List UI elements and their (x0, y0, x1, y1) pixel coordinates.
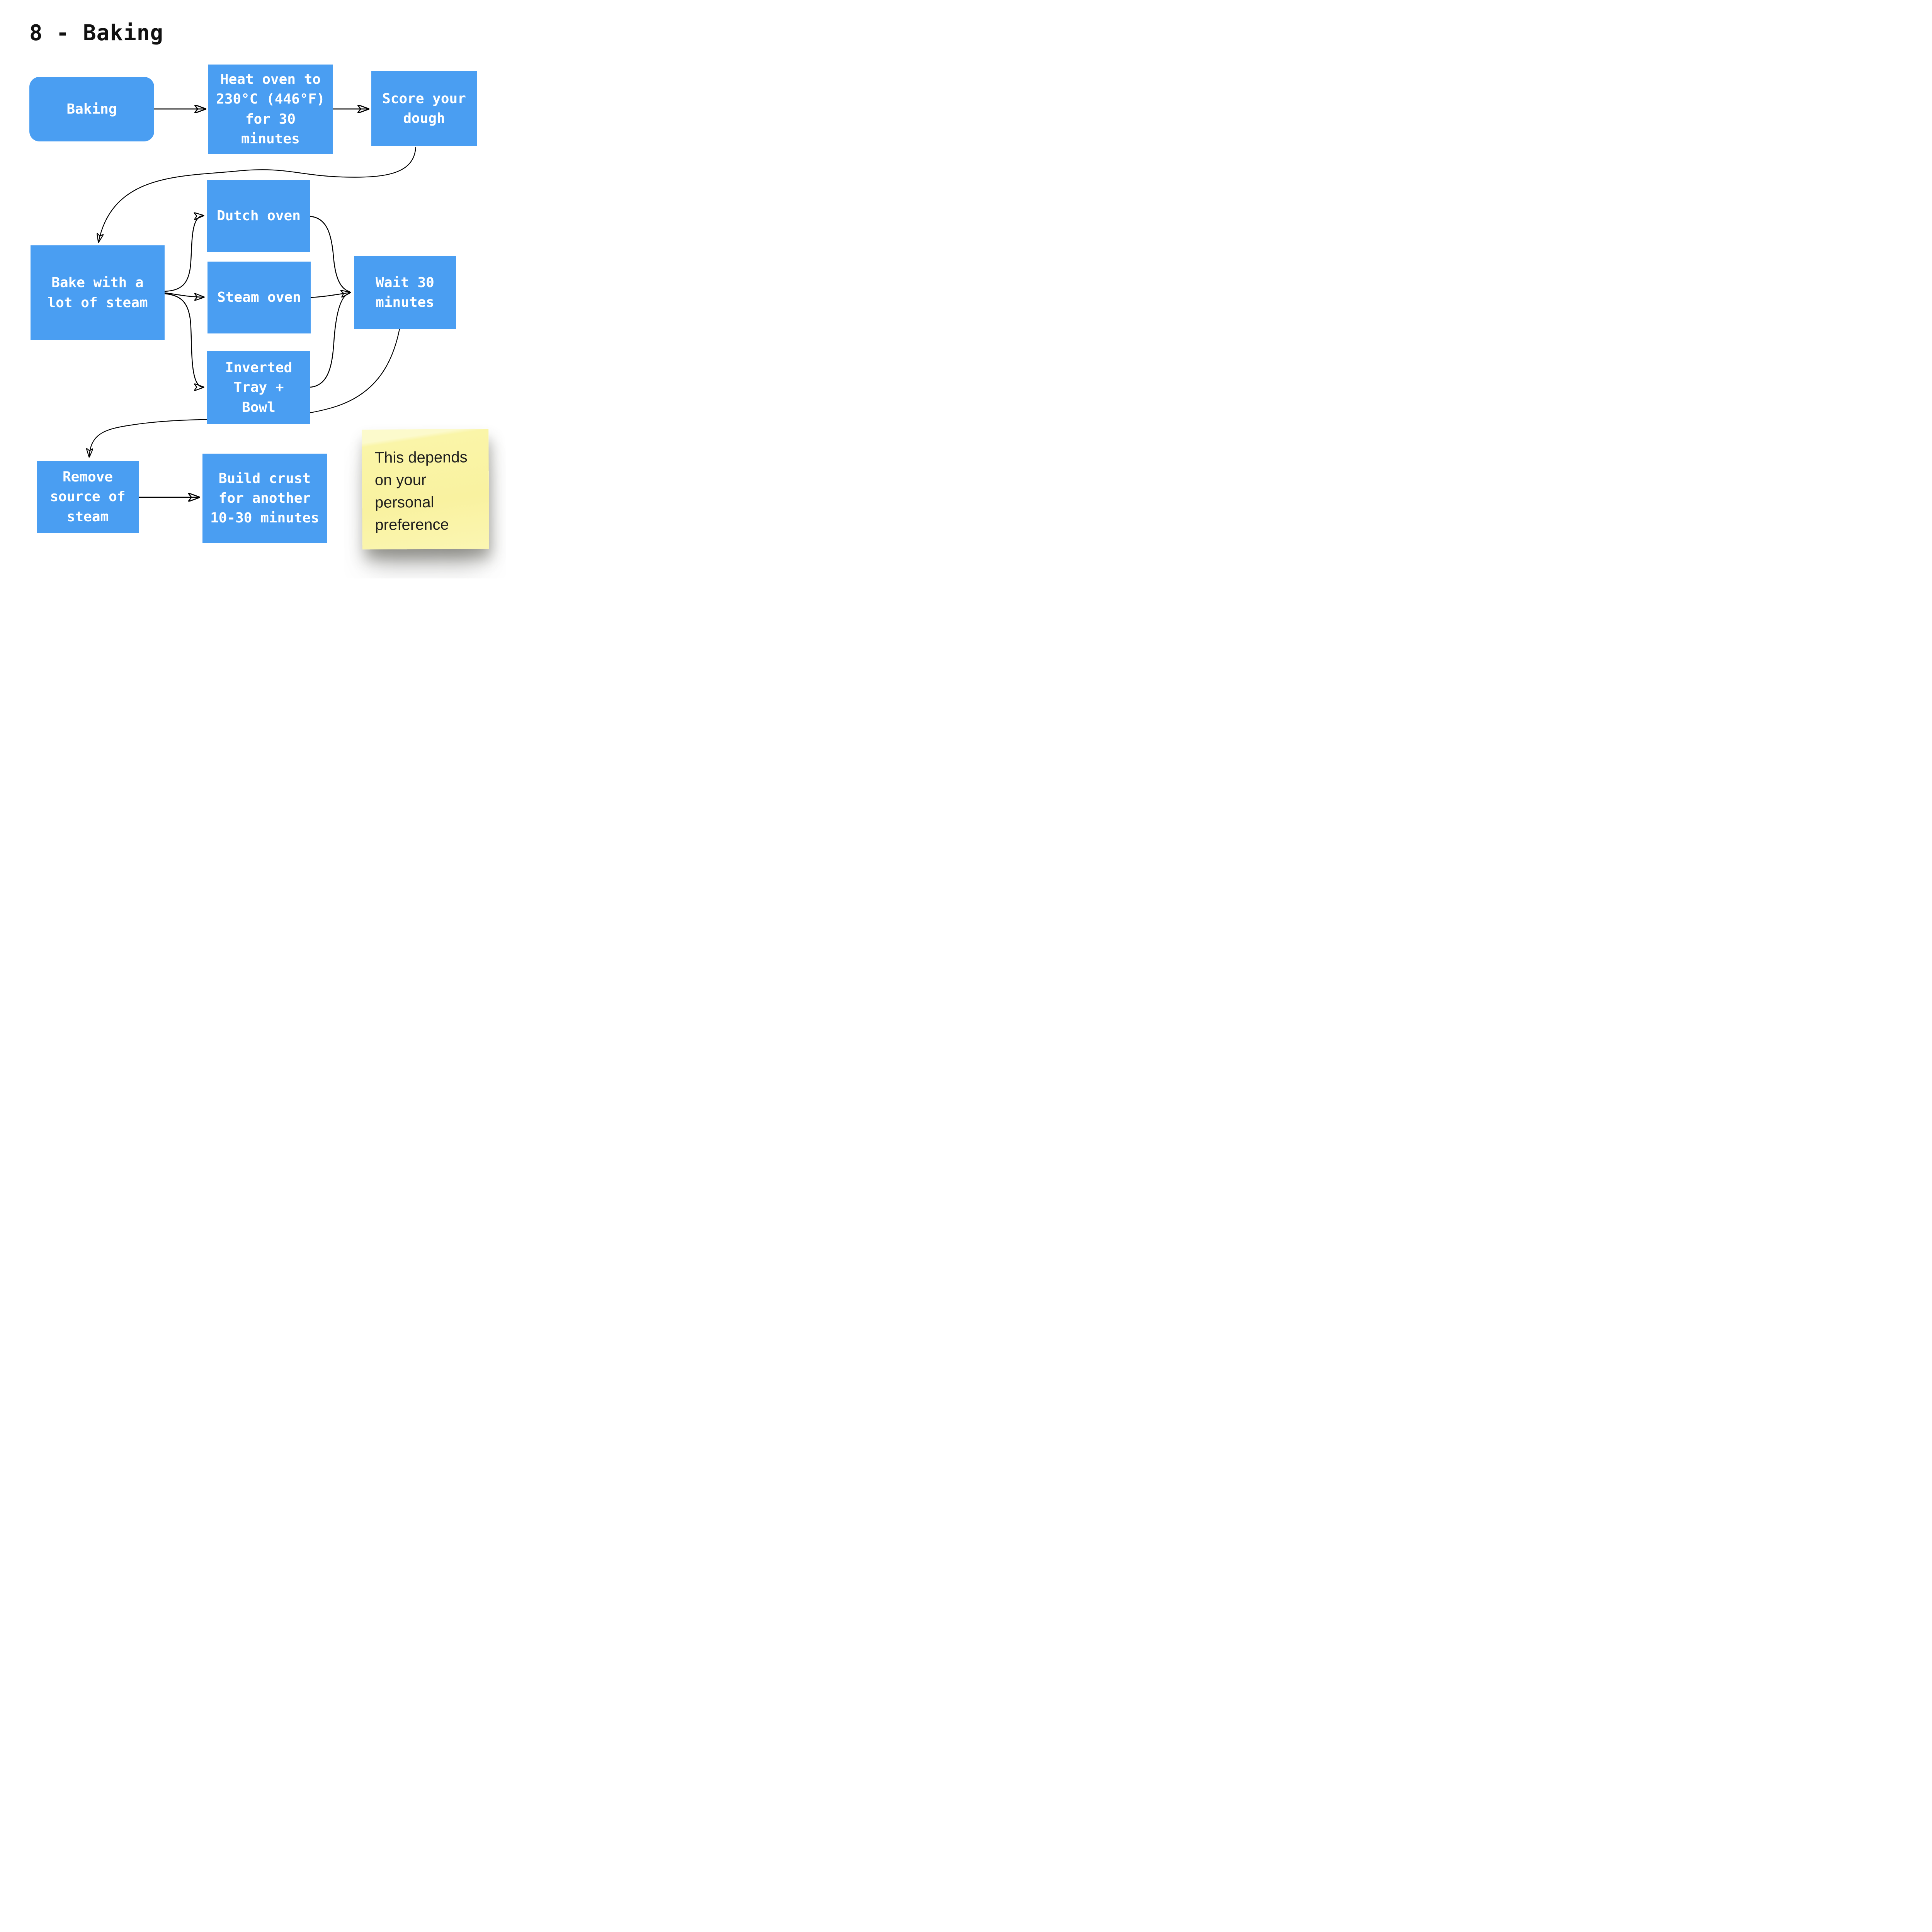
node-bake-with-steam-label: Bake with a lot of steam (47, 275, 148, 311)
node-steam-oven-label: Steam oven (217, 289, 301, 306)
sticky-note-text: This depends on your personal preference (374, 449, 468, 534)
node-baking-label: Baking (66, 101, 117, 117)
edge-score-bake (99, 146, 417, 242)
node-dutch-oven[interactable]: Dutch oven (207, 180, 310, 252)
sticky-note[interactable]: This depends on your personal preference (362, 429, 489, 549)
node-inverted-tray-label: Inverted Tray + Bowl (225, 360, 293, 415)
node-dutch-oven-label: Dutch oven (217, 208, 301, 224)
page-title: 8 - Baking (29, 20, 164, 46)
node-inverted-tray[interactable]: Inverted Tray + Bowl (207, 351, 310, 424)
node-build-crust[interactable]: Build crust for another 10-30 minutes (202, 454, 327, 543)
edge-bake-dutch (164, 216, 203, 292)
node-heat-oven[interactable]: Heat oven to 230°C (446°F) for 30 minute… (208, 65, 333, 154)
edge-bake-inverted (164, 293, 203, 387)
node-steam-oven[interactable]: Steam oven (207, 262, 311, 333)
flowchart-canvas: 8 - Baking Baking Heat oven to 230°C (44… (0, 0, 506, 578)
node-score-dough[interactable]: Score your dough (371, 71, 477, 146)
node-remove-steam-label: Remove source of steam (50, 469, 126, 525)
node-score-dough-label: Score your dough (382, 90, 466, 126)
edge-dutch-wait (310, 216, 350, 293)
node-heat-oven-label: Heat oven to 230°C (446°F) for 30 minute… (216, 71, 325, 147)
node-wait-30[interactable]: Wait 30 minutes (354, 256, 456, 329)
node-wait-30-label: Wait 30 minutes (376, 274, 434, 310)
node-bake-with-steam[interactable]: Bake with a lot of steam (31, 245, 165, 340)
edge-inverted-wait (310, 293, 350, 388)
edge-steam-wait (310, 293, 350, 298)
node-baking[interactable]: Baking (29, 77, 154, 141)
edge-bake-steam (164, 292, 204, 297)
node-build-crust-label: Build crust for another 10-30 minutes (210, 470, 319, 526)
node-remove-steam[interactable]: Remove source of steam (37, 461, 139, 533)
